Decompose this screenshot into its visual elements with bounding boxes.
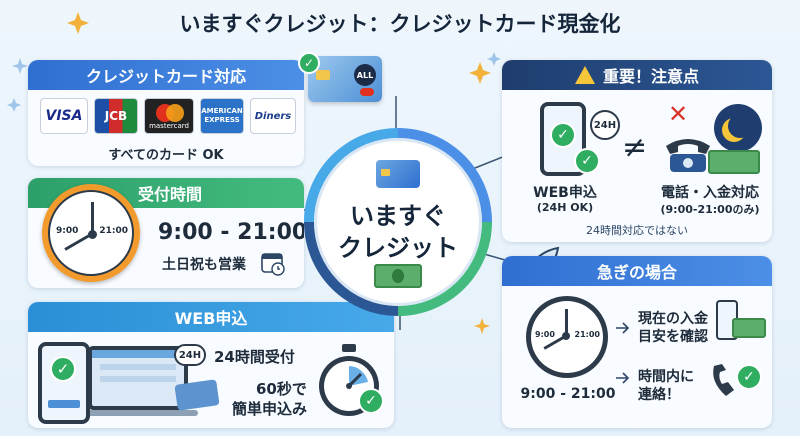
notice-right-label: 電話・入金対応: [661, 185, 759, 201]
24h-badge: 24H: [174, 344, 206, 366]
notice-left-sub: (24H OK): [536, 201, 594, 214]
smartphone-icon: ✓: [38, 342, 90, 424]
center-emblem: いますぐ クレジット: [304, 128, 492, 316]
credit-card-icon: ALL: [308, 56, 382, 102]
24h-badge: 24H: [590, 110, 620, 140]
urgent-item2-line1: 時間内に: [638, 369, 694, 385]
check-icon: ✓: [574, 148, 600, 174]
web-apply-panel: WEB申込 ✓ 24H 24時間受付 60秒で 簡単申込み ✓: [28, 302, 394, 428]
check-icon: ✓: [298, 52, 320, 74]
urgent-item1-line1: 現在の入金: [638, 311, 708, 327]
cash-icon: [708, 150, 760, 174]
check-icon: ✓: [358, 388, 384, 414]
laptop-icon: [88, 346, 188, 410]
smartphone-icon: ✓: [540, 102, 586, 176]
mastercard-logo: mastercard: [144, 98, 194, 134]
phone-handset-icon: [713, 364, 734, 396]
check-icon: ✓: [736, 364, 762, 390]
hours-note: 土日祝も営業: [162, 257, 246, 273]
not-equal-sign: ≠: [622, 130, 648, 165]
cross-icon: ✕: [668, 100, 689, 128]
visa-logo: VISA: [40, 98, 88, 134]
card-in-hand-icon: [174, 379, 220, 411]
diners-logo: Diners: [250, 98, 296, 134]
urgent-hours: 9:00 - 21:00: [520, 386, 616, 402]
cash-icon: [732, 318, 766, 338]
card-support-caption: すべてのカード OK: [108, 148, 224, 163]
web-24h-text: 24時間受付: [214, 348, 295, 366]
calendar-icon: [261, 253, 285, 276]
web-apply-title: WEB申込: [28, 302, 394, 332]
card-support-title: クレジットカード対応: [28, 60, 304, 90]
urgent-panel: 急ぎの場合 9:00 21:00 9:00 - 21:00 現在の入金 目安を確…: [502, 256, 772, 428]
urgent-item2-line2: 連絡！: [638, 387, 680, 403]
clock-icon: 9:00 21:00: [526, 296, 608, 378]
center-title-line2: クレジット: [338, 234, 458, 262]
amex-logo: AMERICAN EXPRESS: [200, 98, 244, 134]
moon-icon: [714, 104, 762, 152]
arrow-lines: [616, 322, 630, 384]
credit-card-icon: [376, 160, 420, 188]
card-support-panel: クレジットカード対応 VISA JCB mastercard AMERICAN …: [28, 60, 304, 166]
web-60s-text: 60秒で: [256, 380, 307, 398]
notice-title: 重要！注意点: [502, 60, 772, 90]
notice-left-label: WEB申込: [533, 185, 597, 201]
cash-icon: [374, 264, 422, 288]
hours-value: 9:00 - 21:00: [158, 220, 304, 245]
notice-panel: 重要！注意点 ✓ 24H ✓ ≠ ✕ WEB申込 (24H OK) 電話・入金対…: [502, 60, 772, 242]
clock-icon: 9:00 21:00: [42, 184, 140, 282]
notice-footnote: 24時間対応ではない: [586, 224, 688, 237]
urgent-item1-line2: 目安を確認: [638, 329, 708, 345]
urgent-title: 急ぎの場合: [502, 256, 772, 286]
telephone-icon: [666, 139, 710, 172]
notice-right-sub: (9:00-21:00のみ): [660, 203, 760, 216]
page-title: いますぐクレジット：クレジットカード現金化: [179, 12, 621, 36]
warning-icon: [574, 66, 595, 84]
jcb-logo: JCB: [94, 98, 138, 134]
web-easy-text: 簡単申込み: [232, 400, 308, 418]
center-title-line1: いますぐ: [350, 202, 446, 230]
